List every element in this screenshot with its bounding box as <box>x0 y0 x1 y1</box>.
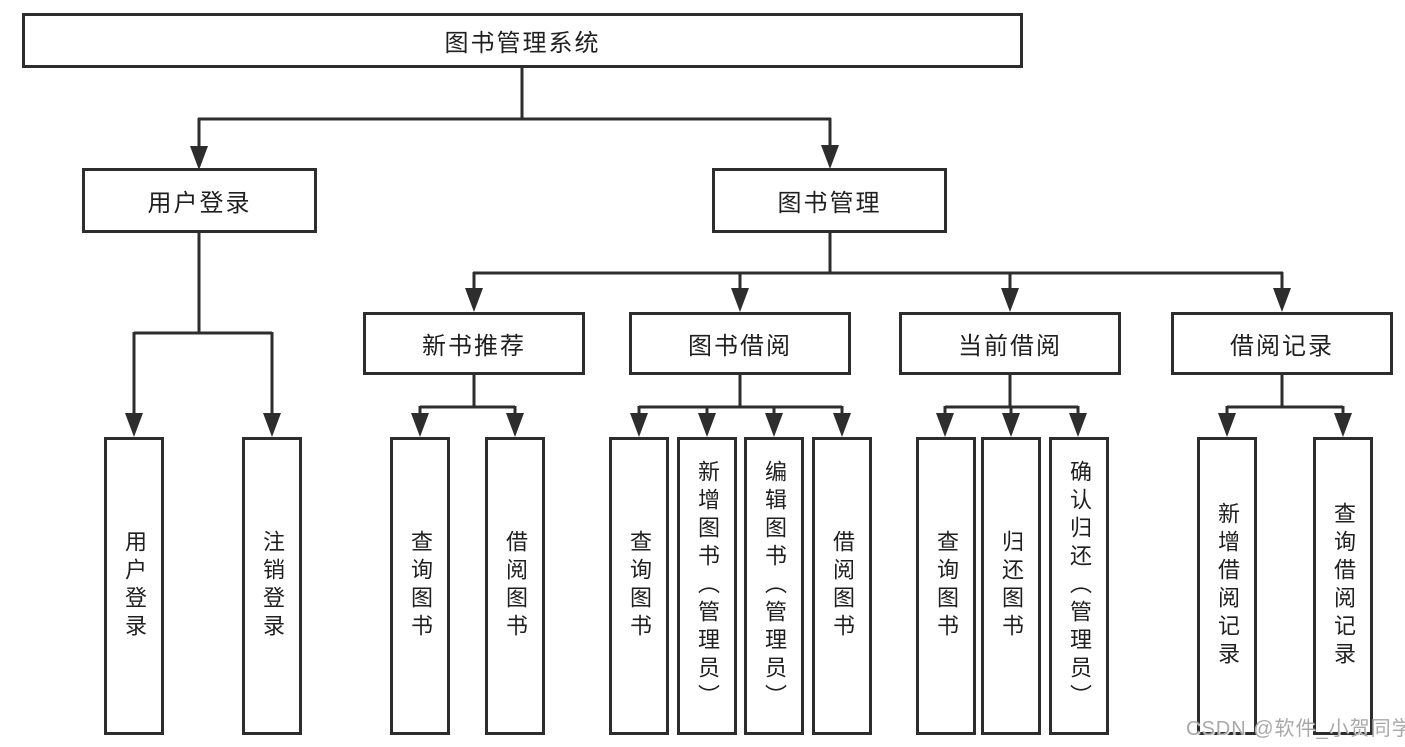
leaf-query-books: 查询图书 <box>609 437 669 735</box>
leaf-query-borrow-record: 查询借阅记录 <box>1313 437 1373 735</box>
node-borrow-records: 借阅记录 <box>1171 312 1393 375</box>
leaf-label: 归还图书 <box>999 530 1024 642</box>
leaf-label: 查询图书 <box>408 530 433 642</box>
leaf-label: 注销登录 <box>260 530 285 642</box>
node-book-borrow: 图书借阅 <box>629 312 851 375</box>
node-label: 当前借阅 <box>958 333 1062 360</box>
leaf-label: 新增图书（管理员） <box>695 460 720 712</box>
leaf-add-books-admin: 新增图书（管理员） <box>677 437 737 735</box>
leaf-label: 确认归还（管理员） <box>1067 460 1092 712</box>
leaf-user-login: 用户登录 <box>104 437 164 735</box>
node-current-borrow: 当前借阅 <box>899 312 1121 375</box>
node-book-management: 图书管理 <box>712 168 947 233</box>
leaf-add-borrow-record: 新增借阅记录 <box>1197 437 1257 735</box>
arrowheads <box>125 145 1352 437</box>
node-label: 新书推荐 <box>422 333 526 360</box>
leaf-label: 用户登录 <box>122 530 147 642</box>
node-label: 图书管理系统 <box>444 30 601 57</box>
leaf-borrow-books: 借阅图书 <box>812 437 872 735</box>
node-user-login: 用户登录 <box>82 168 317 233</box>
node-label: 借阅记录 <box>1230 333 1334 360</box>
leaf-edit-books-admin: 编辑图书（管理员） <box>744 437 804 735</box>
node-new-book-recommend: 新书推荐 <box>363 312 585 375</box>
leaf-label: 查询图书 <box>934 530 959 642</box>
leaf-label: 借阅图书 <box>503 530 528 642</box>
leaf-label: 编辑图书（管理员） <box>762 460 787 712</box>
csdn-watermark: CSDN @软件_小贺同学 <box>1186 718 1405 740</box>
leaf-label: 查询借阅记录 <box>1331 502 1356 670</box>
node-label: 用户登录 <box>147 190 252 217</box>
node-label: 图书借阅 <box>688 333 792 360</box>
tree-edges <box>132 68 1345 418</box>
node-label: 图书管理 <box>777 190 882 217</box>
leaf-confirm-return-admin: 确认归还（管理员） <box>1049 437 1109 735</box>
leaf-label: 查询图书 <box>627 530 652 642</box>
leaf-query-books: 查询图书 <box>916 437 976 735</box>
node-library-management-system: 图书管理系统 <box>22 13 1023 68</box>
leaf-label: 借阅图书 <box>830 530 855 642</box>
leaf-query-books: 查询图书 <box>390 437 450 735</box>
leaf-return-books: 归还图书 <box>981 437 1041 735</box>
leaf-logout: 注销登录 <box>242 437 302 735</box>
leaf-label: 新增借阅记录 <box>1215 502 1240 670</box>
leaf-borrow-books: 借阅图书 <box>485 437 545 735</box>
